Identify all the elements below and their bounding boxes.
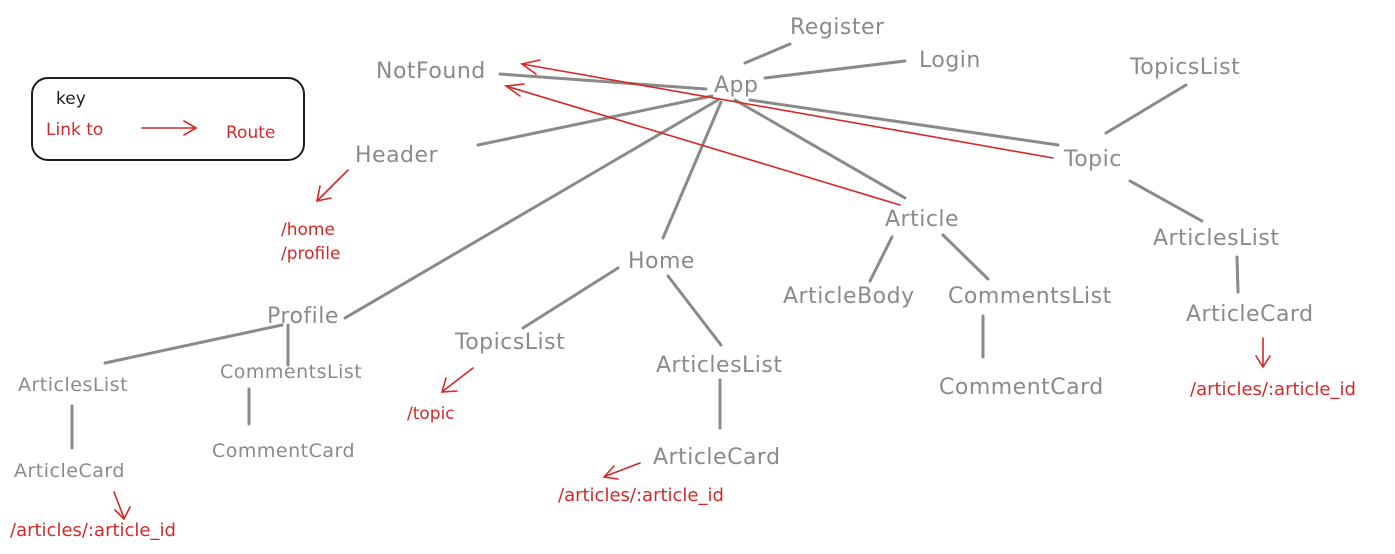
node-register: Register bbox=[790, 15, 885, 40]
edge-app-article bbox=[733, 98, 907, 200]
node-commentslist-article: CommentsList bbox=[948, 284, 1112, 309]
route-topic: /topic bbox=[407, 404, 455, 424]
link-topic-notfound bbox=[521, 63, 1054, 159]
route-articles-home: /articles/:article_id bbox=[558, 485, 724, 506]
edge-article-commentslist bbox=[941, 233, 990, 281]
edge-topic-articleslist bbox=[1128, 179, 1204, 223]
edge-topic-topicslist bbox=[1104, 83, 1188, 135]
edge-topic-articleslist-articlecard bbox=[1235, 255, 1240, 294]
edge-profile-articleslist bbox=[103, 323, 284, 365]
link-topicslist-topic bbox=[442, 367, 474, 392]
node-articlecard-topic: ArticleCard bbox=[1186, 302, 1314, 327]
node-topic: Topic bbox=[1063, 147, 1122, 172]
edge-home-topicslist bbox=[521, 266, 620, 330]
node-articleslist-topic: ArticlesList bbox=[1153, 226, 1280, 251]
edge-article-articlebody bbox=[868, 235, 894, 283]
node-home: Home bbox=[628, 249, 695, 274]
route-home: /home bbox=[281, 220, 335, 240]
node-commentcard-profile: CommentCard bbox=[212, 440, 355, 462]
edge-app-login bbox=[763, 59, 907, 80]
node-notfound: NotFound bbox=[376, 59, 486, 84]
node-topicslist-home: TopicsList bbox=[454, 330, 565, 355]
edge-home-articleslist bbox=[666, 274, 723, 347]
link-articlecard-profile-route-head bbox=[114, 506, 131, 521]
key-route-label: Route bbox=[226, 123, 275, 143]
node-profile: Profile bbox=[267, 304, 339, 329]
route-articles-topic: /articles/:article_id bbox=[1190, 379, 1356, 400]
route-articles-profile: /articles/:article_id bbox=[10, 520, 176, 541]
key-title: key bbox=[56, 89, 86, 109]
node-topicslist-top: TopicsList bbox=[1129, 55, 1240, 80]
component-edges bbox=[70, 42, 1240, 450]
edge-app-topic bbox=[748, 98, 1060, 147]
key-legend: key Link to Route bbox=[31, 77, 305, 161]
key-link-arrow-head bbox=[183, 120, 198, 136]
link-header-routes-head bbox=[315, 185, 332, 203]
key-link-to-label: Link to bbox=[46, 120, 103, 140]
edge-app-profile bbox=[343, 98, 720, 320]
edge-app-notfound bbox=[498, 72, 708, 91]
node-commentcard-article: CommentCard bbox=[939, 375, 1104, 400]
link-article-notfound-head bbox=[503, 83, 525, 97]
edge-app-register bbox=[743, 42, 792, 65]
node-article: Article bbox=[885, 207, 959, 232]
edge-app-header bbox=[476, 94, 714, 147]
component-nodes: Register Login App NotFound Header Topic… bbox=[14, 15, 1314, 482]
link-articlecard-profile-route bbox=[113, 491, 125, 519]
key-box bbox=[31, 77, 305, 161]
node-header: Header bbox=[355, 143, 439, 168]
link-topic-notfound-head bbox=[520, 59, 541, 75]
edge-app-home bbox=[661, 100, 723, 240]
link-articlecard-home-route-head bbox=[602, 465, 619, 480]
node-articlebody: ArticleBody bbox=[783, 284, 915, 309]
node-articlecard-profile: ArticleCard bbox=[14, 460, 125, 482]
node-articleslist-profile: ArticlesList bbox=[18, 374, 128, 396]
node-login: Login bbox=[919, 48, 981, 73]
link-arrows bbox=[113, 59, 1271, 521]
route-profile: /profile bbox=[281, 244, 340, 264]
node-articleslist-home: ArticlesList bbox=[656, 353, 783, 378]
link-article-notfound bbox=[505, 85, 901, 206]
link-articlecard-home-route bbox=[605, 462, 641, 477]
node-commentslist-profile: CommentsList bbox=[220, 361, 362, 383]
node-app: App bbox=[714, 73, 758, 98]
link-articlecard-topic-route-head bbox=[1255, 355, 1271, 369]
link-header-routes bbox=[317, 169, 349, 201]
route-labels: /home /profile /topic /articles/:article… bbox=[10, 220, 1356, 541]
link-topicslist-topic-head bbox=[440, 377, 458, 393]
node-articlecard-home: ArticleCard bbox=[653, 445, 781, 470]
